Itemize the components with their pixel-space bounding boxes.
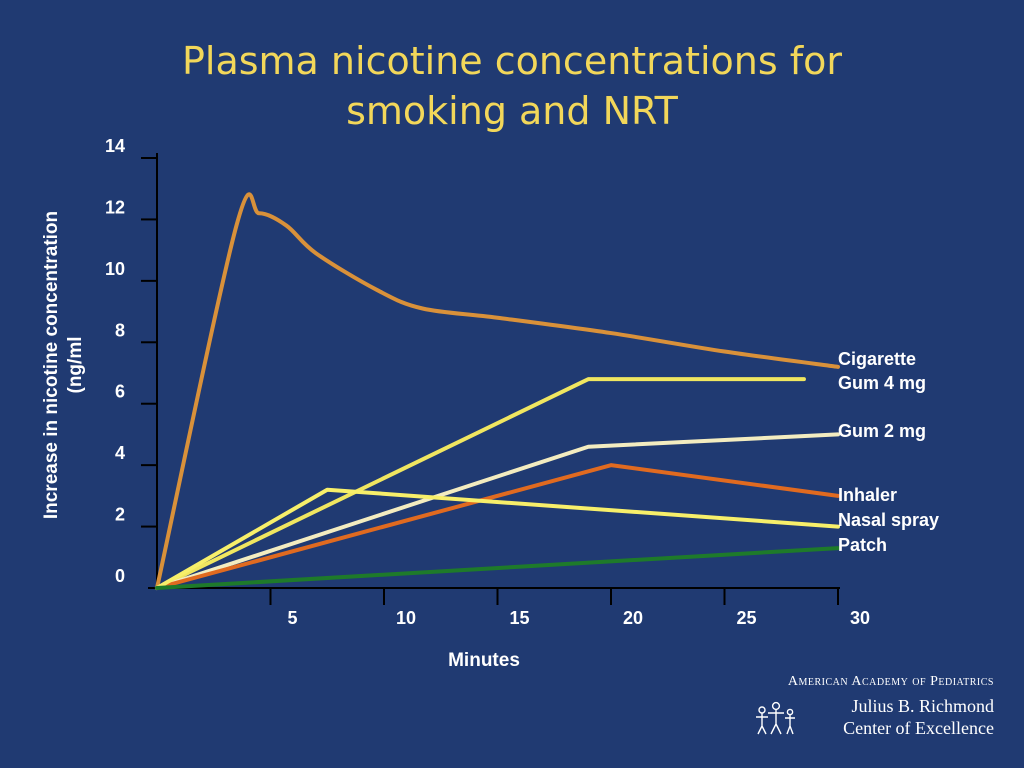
x-tick-label: 15 [509, 608, 529, 628]
y-tick-label: 4 [115, 443, 125, 463]
series-label-gum-2-mg: Gum 2 mg [838, 421, 926, 441]
slide-title-line-2: smoking and NRT [346, 89, 678, 133]
series-label-nasal-spray: Nasal spray [838, 510, 939, 530]
series-label-cigarette: Cigarette [838, 349, 916, 369]
brand-center-line-1: Julius B. Richmond [851, 696, 994, 716]
x-tick-label: 20 [623, 608, 643, 628]
y-tick-label: 2 [115, 505, 125, 525]
brand-organization: American Academy of Pediatrics [787, 674, 994, 689]
series-label-patch: Patch [838, 535, 887, 555]
series-line-gum-2-mg [155, 432, 840, 590]
x-tick-label: 30 [850, 608, 870, 628]
y-tick-label: 8 [115, 320, 125, 340]
y-tick-label: 10 [105, 259, 125, 279]
x-axis-label: Minutes [448, 650, 520, 671]
family-figures-icon [756, 701, 795, 735]
slide-title: Plasma nicotine concentrations for smoki… [140, 36, 884, 136]
series-label-gum-4-mg: Gum 4 mg [838, 373, 926, 393]
series-line-inhaler [155, 463, 840, 590]
y-tick-label: 14 [105, 136, 125, 156]
y-tick-label: 6 [115, 382, 125, 402]
series-line-patch [155, 546, 840, 590]
slide-title-line-1: Plasma nicotine concentrations for [181, 39, 843, 83]
brand-center-line-2: Center of Excellence [843, 718, 994, 738]
brand-logo: American Academy of Pediatrics Julius B.… [754, 674, 994, 754]
y-tick-label: 0 [115, 566, 125, 586]
x-tick-label: 5 [287, 608, 297, 628]
series-line-nasal-spray [155, 487, 840, 590]
y-tick-label: 12 [105, 197, 125, 217]
series-label-inhaler: Inhaler [838, 485, 897, 505]
x-tick-label: 25 [736, 608, 756, 628]
x-tick-label: 10 [396, 608, 416, 628]
series-line-gum-4-mg [155, 377, 806, 590]
series-line-cigarette [155, 192, 840, 590]
